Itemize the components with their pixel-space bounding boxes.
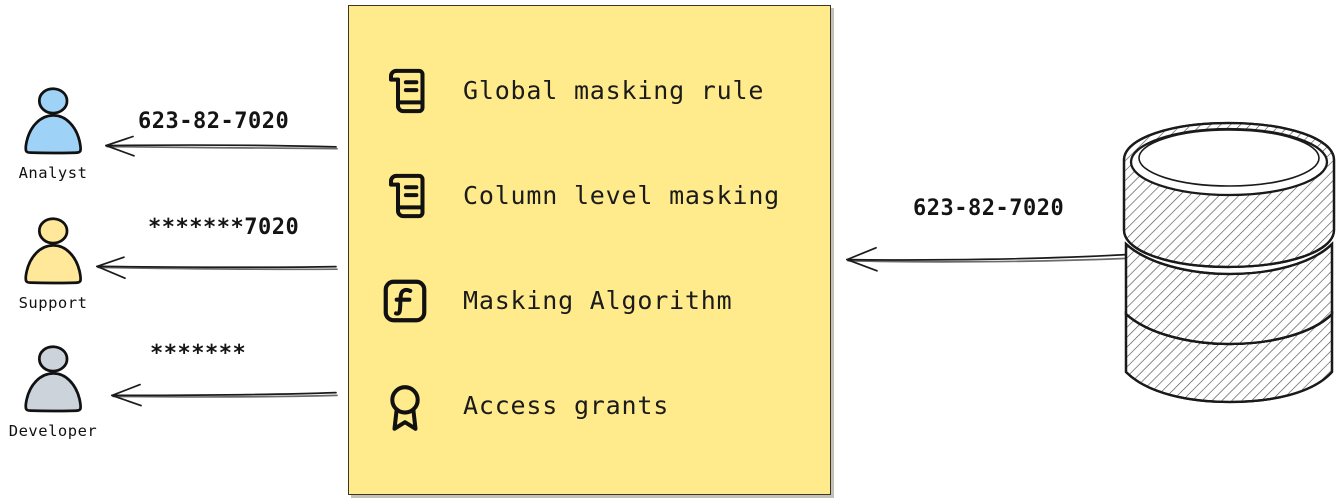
policy-item-label: Global masking rule [463,76,765,105]
database-cylinder-icon [1122,121,1336,404]
arrow-to-support [96,256,338,280]
actor-developer: Developer [0,336,108,440]
actor-label: Analyst [18,164,88,182]
actor-analyst: Analyst [0,78,108,182]
actor-label: Support [18,294,88,312]
flow-label-analyst: 623-82-7020 [138,109,290,134]
policy-item-access-grants[interactable]: Access grants [349,353,830,458]
award-badge-icon [390,384,420,431]
database-source [1118,118,1340,406]
scroll-document-icon [388,68,425,113]
scroll-document-icon [388,173,425,218]
arrow-to-developer [111,383,338,407]
function-box-icon [383,279,427,322]
masking-policy-panel: Global masking rule Column level masking [348,5,831,495]
policy-item-label: Access grants [463,391,670,420]
person-icon-analyst [24,87,82,155]
flow-label-support: *******7020 [148,215,300,240]
actor-label: Developer [8,422,98,440]
policy-item-label: Column level masking [463,181,781,210]
person-icon-developer [24,345,82,413]
policy-item-masking-algorithm[interactable]: Masking Algorithm [349,248,830,353]
policy-item-label: Masking Algorithm [463,286,733,315]
masking-policy-list: Global masking rule Column level masking [349,6,830,494]
policy-item-column-level-masking[interactable]: Column level masking [349,143,830,248]
actor-support: Support [0,208,108,312]
person-icon-support [24,217,82,285]
policy-item-global-masking-rule[interactable]: Global masking rule [349,38,830,143]
flow-label-database: 623-82-7020 [913,196,1065,221]
arrow-db-to-panel [846,246,1128,272]
flow-label-developer: ******* [150,341,247,366]
arrow-to-analyst [105,135,338,157]
